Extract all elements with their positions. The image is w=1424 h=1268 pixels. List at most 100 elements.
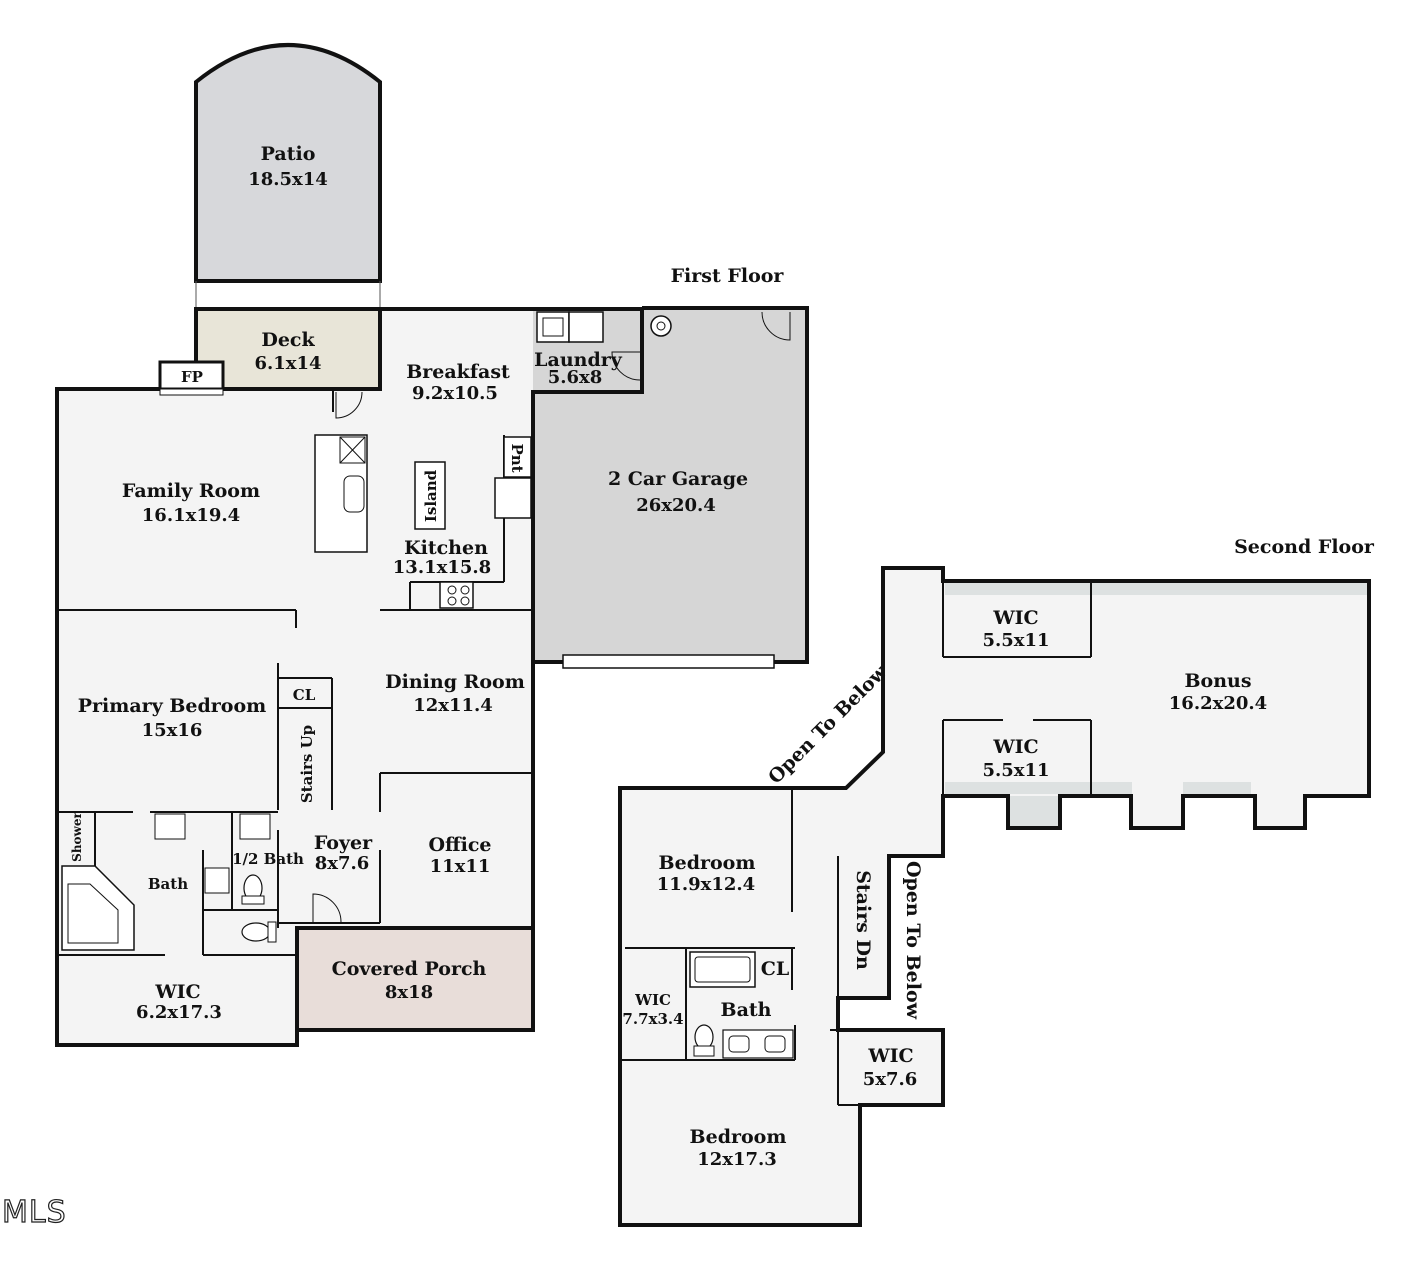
- primary-bedroom-dims: 15x16: [142, 720, 203, 741]
- laundry-dims: 5.6x8: [548, 367, 603, 388]
- bedroom1-name: Bedroom: [659, 852, 756, 874]
- fireplace-hearth: [159, 388, 224, 396]
- foyer-name: Foyer: [314, 832, 373, 854]
- office-dims: 11x11: [430, 856, 491, 877]
- garage-name: 2 Car Garage: [608, 468, 748, 490]
- wic-mid-dims: 5.5x11: [982, 760, 1049, 781]
- first-floor: [55, 43, 809, 1047]
- wic-small-dims: 7.7x3.4: [622, 1010, 683, 1028]
- dryer-icon: [568, 311, 604, 343]
- burner: [447, 585, 457, 595]
- bath-2-label: Bath: [721, 999, 772, 1021]
- wic-right-name: WIC: [867, 1045, 913, 1067]
- stairs-dn-label: Stairs Dn: [852, 870, 874, 970]
- window-bay: [945, 782, 1132, 794]
- water-heater-icon: [650, 315, 672, 337]
- second-floor-interior: [618, 566, 1371, 1227]
- wic-small-name: WIC: [634, 991, 671, 1009]
- patio-dims: 18.5x14: [248, 169, 328, 190]
- kitchen-dims: 13.1x15.8: [393, 557, 491, 578]
- pantry: [503, 436, 532, 478]
- deck-name: Deck: [261, 329, 315, 351]
- first-floor-outer-wall: [55, 387, 299, 1047]
- window-bay: [1010, 796, 1058, 826]
- shower-label: Shower: [70, 811, 84, 861]
- porch-name: Covered Porch: [332, 958, 487, 980]
- wic-right-dims: 5x7.6: [863, 1069, 918, 1090]
- garage-door: [562, 654, 775, 669]
- closet-label-2: CL: [761, 958, 789, 980]
- mls-watermark: MLS: [2, 1195, 67, 1230]
- wic-top-name: WIC: [992, 607, 1038, 629]
- toilet-icon: [694, 1024, 714, 1050]
- dining-room-name: Dining Room: [385, 671, 525, 693]
- toilet-tank: [693, 1045, 715, 1057]
- bathtub-icon: [689, 951, 756, 988]
- half-bath-sink: [239, 813, 271, 840]
- garage-area: [533, 308, 807, 662]
- family-room-name: Family Room: [122, 480, 260, 502]
- kitchen-name: Kitchen: [404, 537, 488, 559]
- patio-area: [194, 43, 382, 283]
- pantry-label: Pnt: [508, 443, 526, 472]
- island-label: Island: [422, 469, 440, 522]
- primary-bedroom-name: Primary Bedroom: [78, 695, 267, 717]
- washer-inner: [542, 317, 564, 337]
- foyer-dims: 8x7.6: [315, 853, 370, 874]
- toilet-tank: [267, 921, 277, 943]
- half-bath-label: 1/2 Bath: [232, 850, 304, 868]
- burner: [460, 596, 470, 606]
- second-floor: [618, 566, 1371, 1227]
- fridge-x2: [339, 436, 366, 464]
- garage-dims: 26x20.4: [636, 495, 716, 516]
- open-below-2-label: Open To Below: [902, 861, 924, 1020]
- sink: [764, 1035, 786, 1053]
- wic-mid-name: WIC: [992, 736, 1038, 758]
- burner: [447, 596, 457, 606]
- washer-icon: [536, 311, 570, 343]
- laundry-door-swing: [611, 351, 641, 381]
- bathtub-inner: [694, 956, 751, 983]
- breakfast-door-swing: [335, 391, 363, 419]
- stairs-up-label: Stairs Up: [298, 725, 316, 803]
- porch-dims: 8x18: [385, 982, 433, 1003]
- burner: [460, 585, 470, 595]
- window-bay: [945, 583, 1367, 595]
- corner-tub: [61, 865, 135, 951]
- water-heater-inner: [656, 321, 666, 331]
- garage-door-swing: [761, 311, 791, 341]
- sink-icon: [343, 475, 365, 513]
- breakfast-name: Breakfast: [406, 361, 510, 383]
- bonus-dims: 16.2x20.4: [1169, 693, 1267, 714]
- primary-bath-label: Bath: [148, 875, 188, 893]
- toilet-tank: [241, 895, 265, 905]
- wic-top-dims: 5.5x11: [982, 630, 1049, 651]
- wic-first-dims: 6.2x17.3: [136, 1002, 222, 1023]
- dining-room-dims: 12x11.4: [413, 695, 493, 716]
- bedroom2-name: Bedroom: [690, 1126, 787, 1148]
- corner-tub-inner: [67, 883, 119, 944]
- bonus-name: Bonus: [1184, 670, 1251, 692]
- sink: [728, 1035, 750, 1053]
- vanity-sink: [154, 813, 186, 840]
- pantry-shelf: [494, 477, 532, 519]
- patio-name: Patio: [261, 143, 316, 165]
- second-floor-title: Second Floor: [1234, 536, 1375, 558]
- foyer-door-swing: [312, 893, 342, 923]
- vanity-sink: [204, 867, 230, 894]
- laundry-name: Laundry: [534, 349, 623, 371]
- double-vanity: [722, 1029, 794, 1059]
- window-bay: [1183, 782, 1251, 794]
- first-floor-title: First Floor: [671, 265, 785, 287]
- bedroom1-dims: 11.9x12.4: [657, 874, 755, 895]
- deck-dims: 6.1x14: [254, 353, 321, 374]
- second-floor-interior-walls: [620, 581, 1092, 1106]
- wic-first-name: WIC: [154, 981, 200, 1003]
- fp-label: FP: [181, 368, 203, 386]
- closet-label: CL: [293, 686, 316, 704]
- toilet-icon: [241, 922, 271, 942]
- breakfast-dims: 9.2x10.5: [412, 383, 498, 404]
- kitchen-island: [414, 461, 446, 530]
- office-name: Office: [428, 834, 491, 856]
